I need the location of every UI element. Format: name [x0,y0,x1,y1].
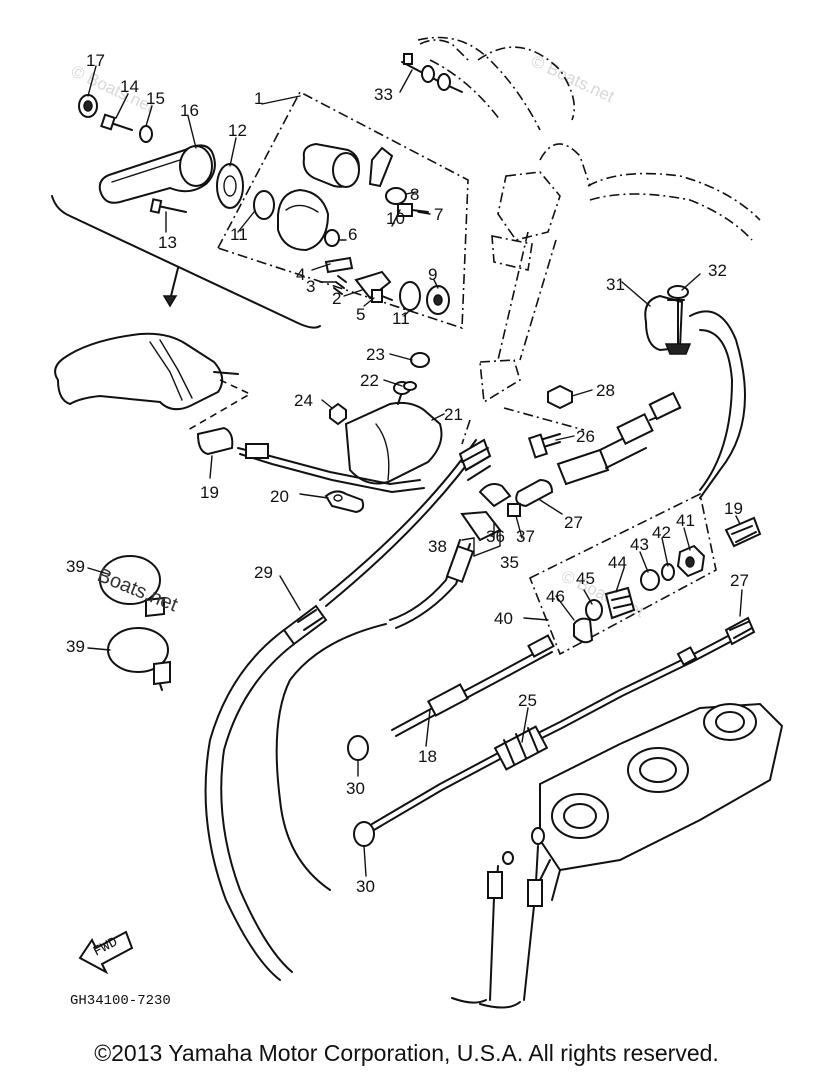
callout-28: 28 [596,381,615,400]
callout-45: 45 [576,569,595,588]
callout-11: 11 [392,309,410,328]
callout-29: 29 [254,563,273,582]
clamps-39 [99,555,171,691]
callout-9: 9 [428,265,437,284]
callout-30: 30 [346,779,365,798]
cap-30 [353,821,375,847]
callout-37: 37 [516,527,535,546]
callout-21: 21 [444,405,463,424]
throttle-cables-lower [371,634,731,831]
callout-14: 14 [120,77,139,96]
throttle-linkage [515,384,682,508]
callout-16: 16 [180,101,199,120]
clamp-31 [644,285,692,355]
callout-31: 31 [606,275,625,294]
callout-11: 11 [230,225,248,244]
left-grip [54,332,252,431]
carburetor [502,702,784,901]
throttle-cable-upper [196,426,425,514]
callout-46: 46 [546,587,565,606]
throttle-lever-assembly [51,90,469,330]
callout-33: 33 [374,85,393,104]
fwd-arrow-icon: FWD [78,930,134,975]
callout-32: 32 [708,261,727,280]
copyright-notice: ©2013 Yamaha Motor Corporation, U.S.A. A… [94,1040,719,1066]
callout-42: 42 [652,523,671,542]
callout-10: 10 [386,209,405,228]
callout-7: 7 [434,205,443,224]
cable-ends-bottom [451,845,543,1009]
drawing-code: GH34100-7230 [70,993,171,1009]
callout-12: 12 [228,121,247,140]
parts-diagram: © Boats.net © Boats.net © Boats.net [51,36,784,1009]
callout-13: 13 [158,233,177,252]
callout-19: 19 [724,499,743,518]
callout-36: 36 [486,527,505,546]
callout-30: 30 [356,877,375,896]
callout-8: 8 [410,185,419,204]
callout-26: 26 [576,427,595,446]
callout-39: 39 [66,637,85,656]
callout-1: 1 [254,89,263,108]
callout-20: 20 [270,487,289,506]
callout-43: 43 [630,535,649,554]
callout-39: 39 [66,557,85,576]
callout-35: 35 [500,553,519,572]
watermark: © Boats.net [558,566,647,621]
callout-5: 5 [356,305,365,324]
callout-2: 2 [332,289,341,308]
callout-4: 4 [296,265,305,284]
callout-22: 22 [360,371,379,390]
cable-end-33 [401,53,463,93]
cap-30 [347,735,369,761]
callout-38: 38 [428,537,447,556]
cable-loop [689,310,746,499]
callout-41: 41 [676,511,695,530]
callout-17: 17 [86,51,105,70]
callout-44: 44 [608,553,627,572]
callout-18: 18 [418,747,437,766]
callouts: 17 14 15 16 12 1 13 11 4 3 2 5 6 10 8 7 … [66,51,749,896]
callout-40: 40 [494,609,513,628]
callout-27: 27 [730,571,749,590]
callout-15: 15 [146,89,165,108]
callout-27: 27 [564,513,583,532]
cable-29 [204,438,492,981]
cover-21 [329,352,443,485]
sleeves-right [724,516,762,646]
callout-24: 24 [294,391,313,410]
callout-6: 6 [348,225,357,244]
choke-cable [275,483,521,891]
callout-25: 25 [518,691,537,710]
steering-column [417,36,761,445]
callout-3: 3 [306,277,315,296]
leader-lines [87,65,743,877]
callout-19: 19 [200,483,219,502]
callout-23: 23 [366,345,385,364]
